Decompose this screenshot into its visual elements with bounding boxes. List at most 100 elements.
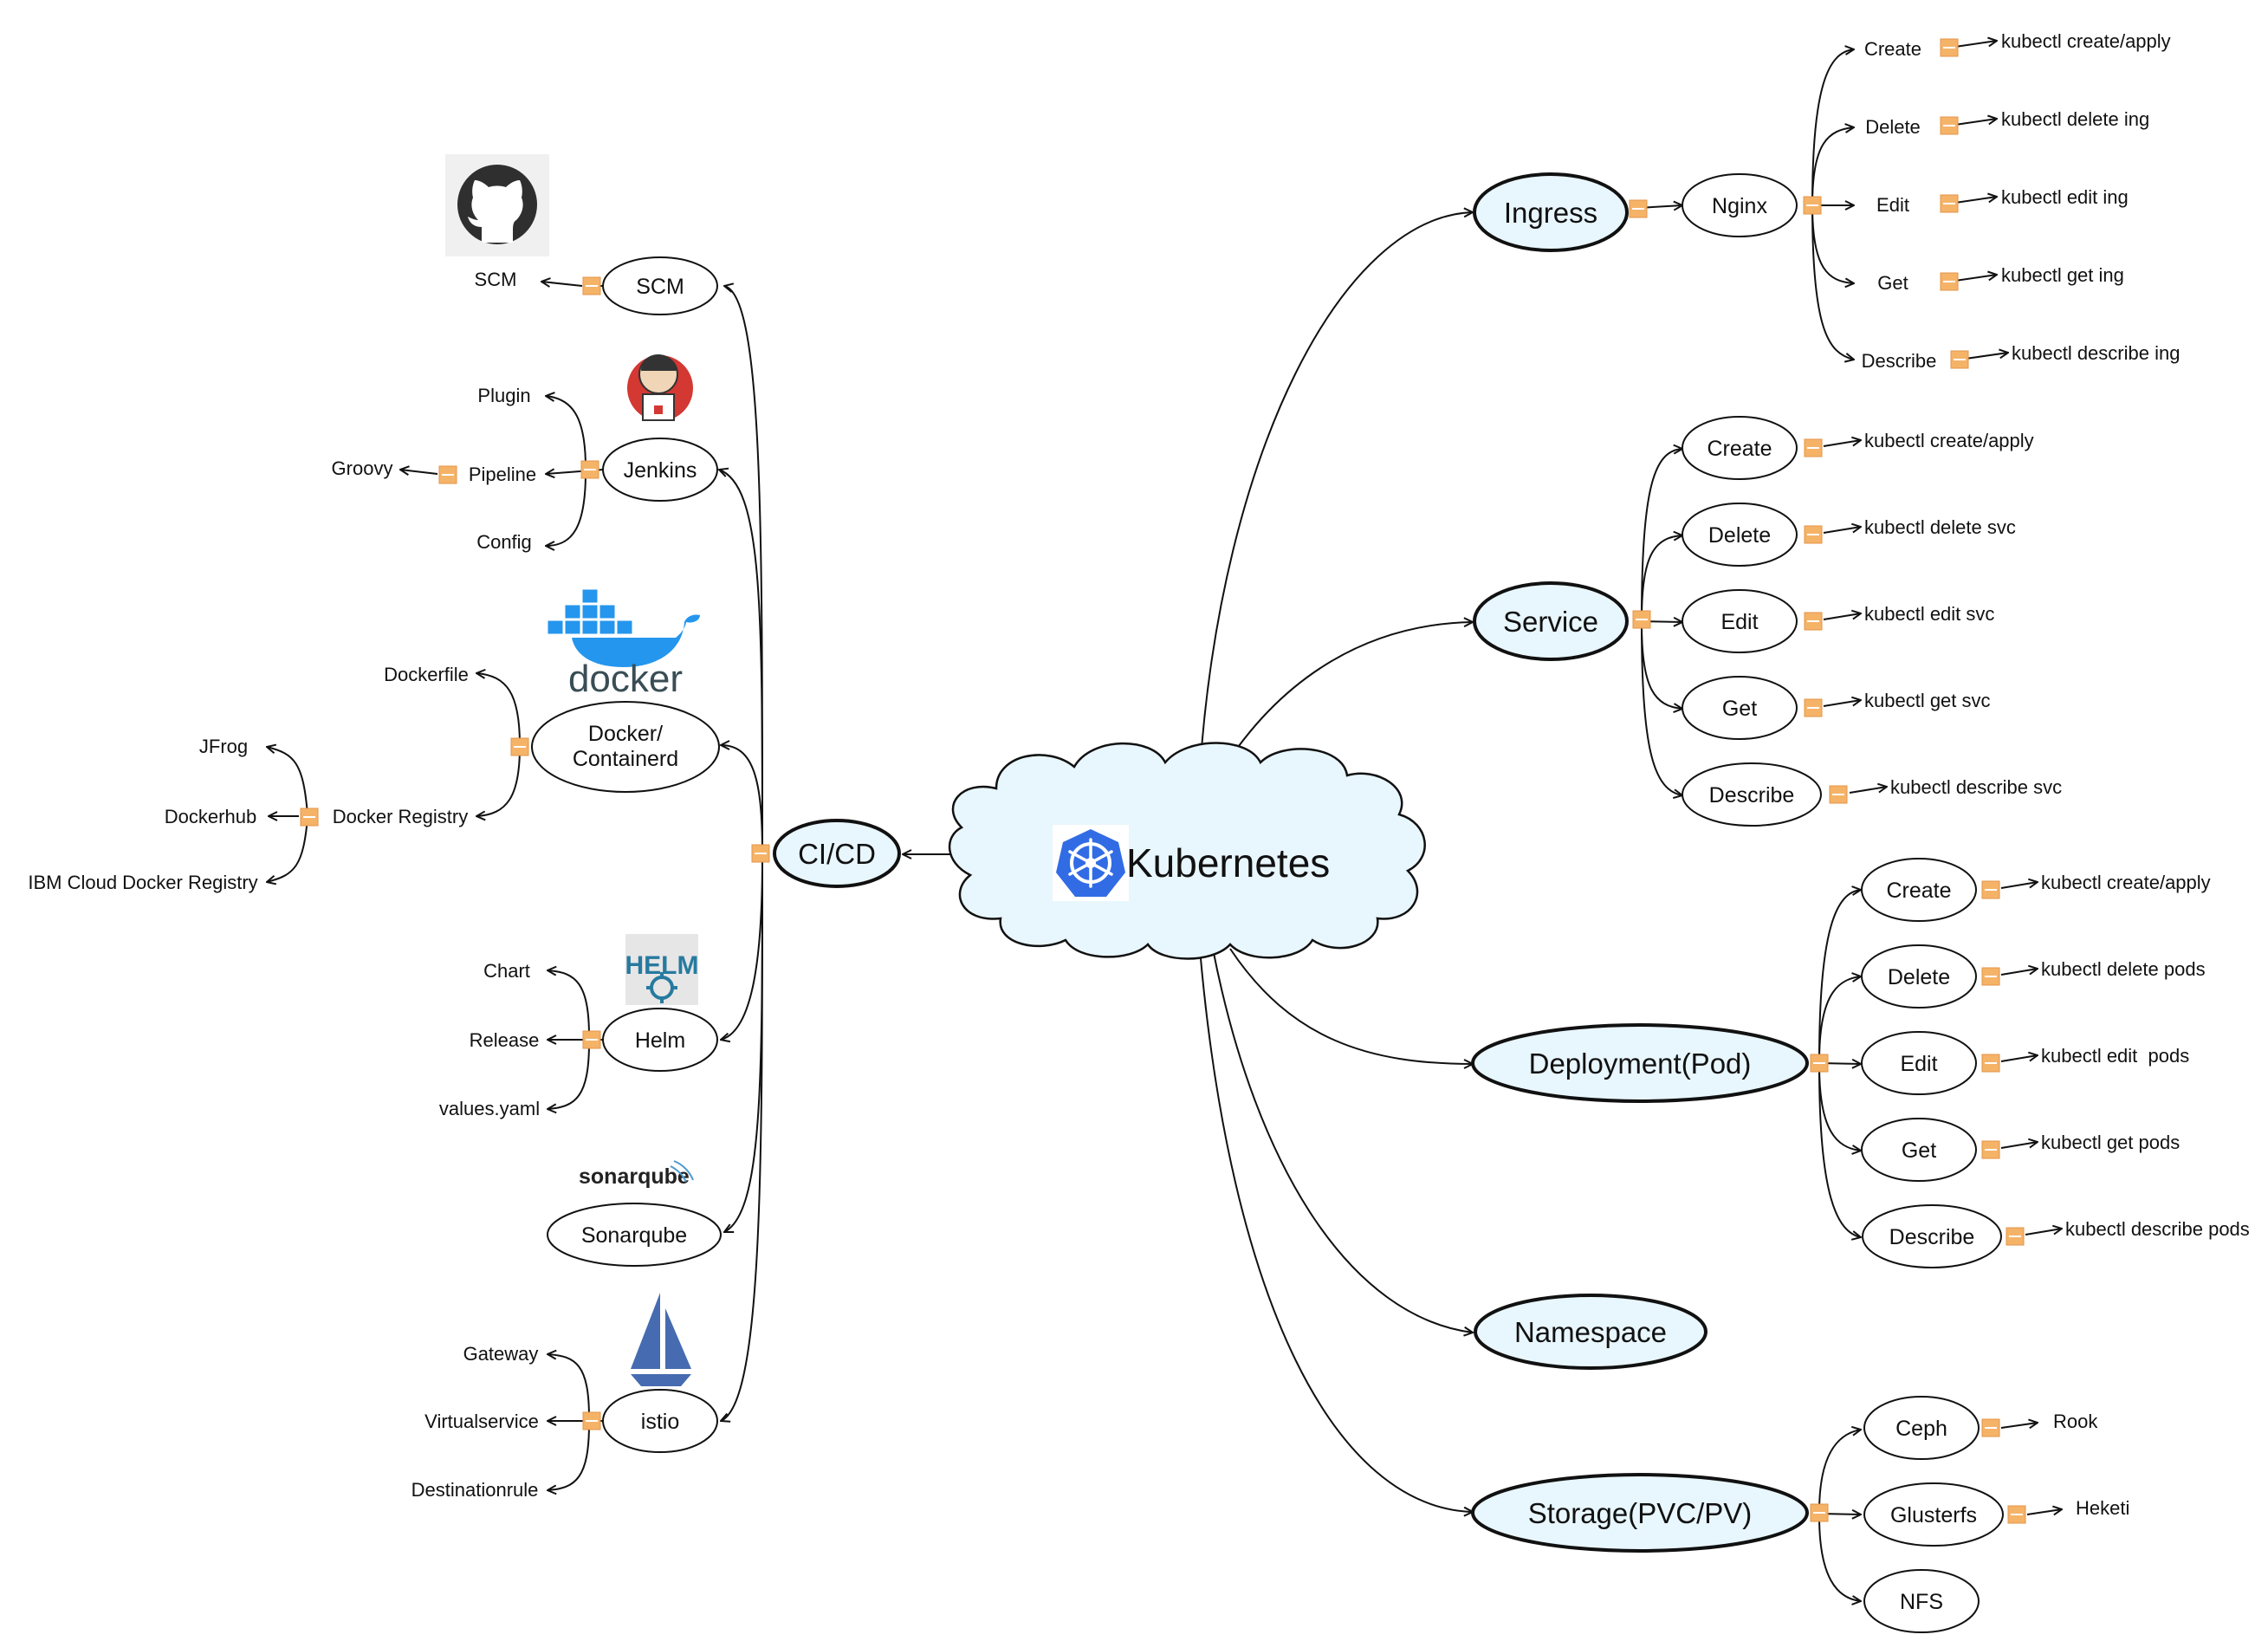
storage-ceph-node[interactable]: Ceph bbox=[1863, 1396, 1980, 1460]
edges-cicd-sub bbox=[267, 282, 604, 1490]
svg-text:NFS: NFS bbox=[1900, 1590, 1943, 1614]
docker-label-line1: Docker/ bbox=[588, 722, 663, 746]
nginx-node[interactable]: Nginx bbox=[1682, 173, 1798, 237]
service-op-create-node[interactable]: Create bbox=[1682, 416, 1798, 480]
scm-label: SCM bbox=[636, 275, 684, 299]
service-op-get-node[interactable]: Get bbox=[1682, 676, 1798, 740]
root-cloud-shape bbox=[948, 742, 1426, 960]
deployment-op-get-node[interactable]: Get bbox=[1861, 1118, 1977, 1182]
sonarqube-logo-text: sonarqube bbox=[579, 1164, 690, 1189]
ingress-label: Ingress bbox=[1504, 197, 1597, 229]
service-cmd-get: kubectl get svc bbox=[1864, 690, 1991, 711]
svg-text:Edit: Edit bbox=[1720, 610, 1758, 634]
deployment-cmd-describe: kubectl describe pods bbox=[2065, 1218, 2250, 1240]
scm-node[interactable]: SCM bbox=[602, 256, 718, 315]
edge-helm-chart bbox=[548, 970, 590, 1038]
root-node[interactable]: Kubernetes bbox=[948, 742, 1426, 960]
istio-virtualservice-leaf: Virtualservice bbox=[424, 1411, 539, 1432]
ibm-registry-leaf: IBM Cloud Docker Registry bbox=[28, 872, 257, 893]
edges-root bbox=[903, 212, 1473, 1512]
svg-text:Create: Create bbox=[1707, 437, 1772, 461]
storage-nfs-node[interactable]: NFS bbox=[1863, 1569, 1980, 1633]
docker-node[interactable]: Docker/ Containerd bbox=[531, 701, 720, 793]
root-label: Kubernetes bbox=[1126, 840, 1330, 885]
scm-logo-group bbox=[445, 154, 549, 256]
cicd-label: CI/CD bbox=[798, 838, 876, 870]
storage-node[interactable]: Storage(PVC/PV) bbox=[1471, 1473, 1809, 1553]
jenkins-plugin-leaf: Plugin bbox=[477, 385, 530, 406]
ingress-op-delete: Delete bbox=[1865, 116, 1921, 138]
deployment-op-edit-node[interactable]: Edit bbox=[1861, 1031, 1977, 1095]
service-op-edit-node[interactable]: Edit bbox=[1682, 589, 1798, 653]
edge-root-deployment bbox=[1229, 948, 1473, 1064]
svg-text:Create: Create bbox=[1886, 879, 1951, 903]
edge-docker-dockerfile bbox=[476, 673, 521, 746]
edge-root-storage bbox=[1199, 948, 1473, 1512]
jenkins-pipeline-leaf: Pipeline bbox=[469, 464, 536, 485]
storage-children: Ceph Glusterfs NFS Rook Heketi bbox=[1863, 1396, 2129, 1633]
edge-registry-jfrog bbox=[267, 747, 308, 815]
ingress-cmd-describe: kubectl describe ing bbox=[2012, 342, 2180, 364]
namespace-node[interactable]: Namespace bbox=[1474, 1294, 1707, 1370]
edge-registry-ibm bbox=[267, 817, 308, 882]
jfrog-leaf: JFrog bbox=[199, 736, 248, 757]
kubernetes-logo-icon bbox=[1053, 825, 1129, 901]
edge-pipeline-groovy bbox=[400, 470, 438, 474]
edge-root-ingress bbox=[1199, 212, 1473, 772]
helm-node[interactable]: Helm bbox=[602, 1008, 718, 1072]
deployment-node[interactable]: Deployment(Pod) bbox=[1471, 1023, 1809, 1103]
ingress-ops: Create Delete Edit Get Describe kubectl … bbox=[1862, 30, 2181, 372]
service-node[interactable]: Service bbox=[1473, 581, 1629, 661]
helm-label: Helm bbox=[635, 1028, 685, 1053]
service-ops: Create Delete Edit Get Describe kubectl … bbox=[1682, 416, 2062, 827]
svg-text:Describe: Describe bbox=[1709, 783, 1795, 808]
nginx-label: Nginx bbox=[1712, 194, 1767, 218]
namespace-label: Namespace bbox=[1514, 1316, 1667, 1348]
ingress-cmd-create: kubectl create/apply bbox=[2001, 30, 2171, 52]
helm-chart-leaf: Chart bbox=[483, 960, 530, 982]
service-op-describe-node[interactable]: Describe bbox=[1682, 762, 1822, 827]
edge-helm-values bbox=[548, 1041, 590, 1109]
istio-label: istio bbox=[641, 1410, 679, 1434]
storage-glusterfs-node[interactable]: Glusterfs bbox=[1863, 1482, 2004, 1547]
rook-leaf: Rook bbox=[2053, 1411, 2098, 1432]
github-logo-icon bbox=[457, 165, 537, 244]
ingress-op-create: Create bbox=[1864, 38, 1921, 60]
deployment-ops: Create Delete Edit Get Describe kubectl … bbox=[1861, 858, 2250, 1268]
helm-release-leaf: Release bbox=[470, 1029, 540, 1051]
edges-service bbox=[1641, 440, 1887, 795]
cicd-node[interactable]: CI/CD bbox=[773, 819, 901, 888]
jenkins-node[interactable]: Jenkins bbox=[602, 438, 718, 502]
edge-scm-scm bbox=[541, 282, 583, 286]
deployment-op-create-node[interactable]: Create bbox=[1861, 858, 1977, 922]
sonarqube-node[interactable]: Sonarqube bbox=[547, 1203, 722, 1267]
deployment-label: Deployment(Pod) bbox=[1529, 1048, 1752, 1080]
ingress-cmd-get: kubectl get ing bbox=[2001, 264, 2124, 286]
jenkins-label: Jenkins bbox=[624, 458, 697, 483]
collapse-bars bbox=[303, 47, 2023, 1515]
docker-logo-text: docker bbox=[568, 658, 683, 700]
helm-logo-icon: HELM bbox=[625, 934, 699, 1005]
groovy-leaf: Groovy bbox=[332, 457, 393, 479]
jenkins-config-leaf: Config bbox=[476, 531, 532, 553]
istio-node[interactable]: istio bbox=[602, 1389, 718, 1453]
ingress-node[interactable]: Ingress bbox=[1473, 172, 1629, 252]
dockerfile-leaf: Dockerfile bbox=[384, 664, 469, 685]
sonarqube-label: Sonarqube bbox=[581, 1223, 687, 1248]
deployment-cmd-edit: kubectl edit pods bbox=[2041, 1045, 2189, 1067]
svg-text:Delete: Delete bbox=[1708, 523, 1771, 548]
edge-cicd-istio bbox=[721, 857, 763, 1421]
svg-text:Edit: Edit bbox=[1900, 1052, 1937, 1076]
edge-cicd-helm bbox=[721, 857, 763, 1040]
svg-text:Delete: Delete bbox=[1888, 965, 1950, 989]
deployment-op-delete-node[interactable]: Delete bbox=[1861, 944, 1977, 1009]
service-cmd-delete: kubectl delete svc bbox=[1864, 516, 2016, 538]
edge-jenkins-config bbox=[546, 471, 586, 546]
service-op-delete-node[interactable]: Delete bbox=[1682, 503, 1798, 567]
edge-cicd-sonarqube bbox=[724, 857, 763, 1232]
deployment-op-describe-node[interactable]: Describe bbox=[1862, 1204, 2002, 1268]
service-label: Service bbox=[1503, 606, 1598, 638]
istio-logo-icon bbox=[631, 1293, 691, 1386]
